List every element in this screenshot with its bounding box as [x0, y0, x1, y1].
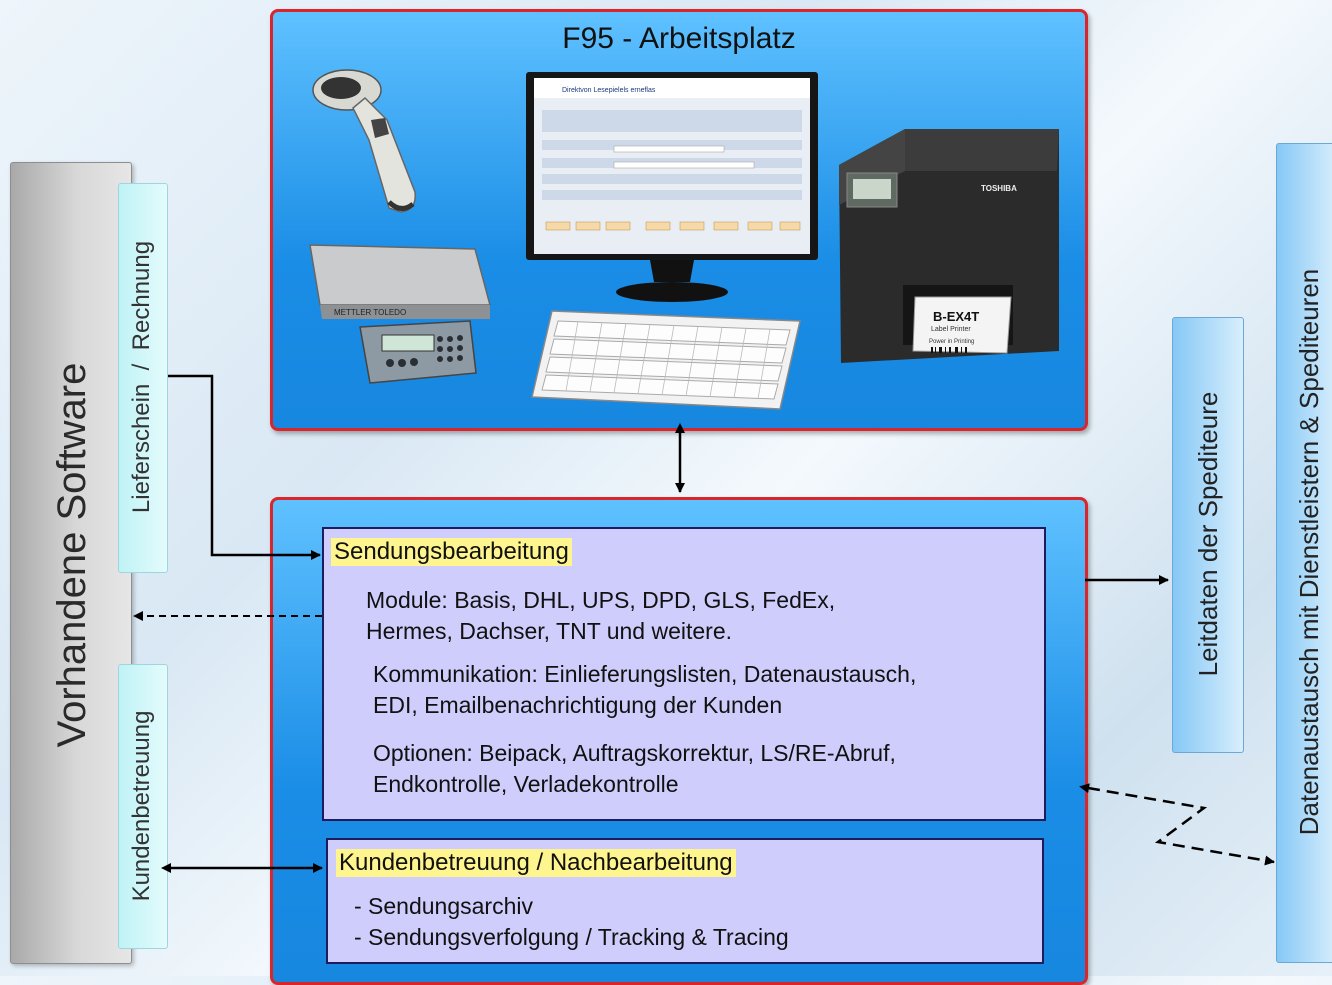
printer-sub-text: Label Printer [931, 326, 971, 333]
monitor-header-text: Direktvon Lesepielels erneflas [562, 87, 656, 94]
options-line-1: Optionen: Beipack, Auftragskorrektur, LS… [373, 740, 896, 766]
support-item-archive: - Sendungsarchiv [354, 893, 533, 919]
keyboard-icon [531, 310, 801, 410]
communication-text: Kommunikation: Einlieferungslisten, Date… [373, 659, 916, 721]
data-exchange-lightning-arrow [1079, 783, 1275, 866]
data-exchange-label: Datenaustausch mit Dienstleistern & Sped… [1294, 268, 1324, 836]
existing-software-title: Vorhandene Software [50, 362, 94, 748]
printer-model-text: B-EX4T [933, 309, 979, 324]
options-line-2: Endkontrolle, Verladekontrolle [373, 771, 679, 797]
customer-support-tab-label: Kundenbetreuung [128, 710, 155, 902]
delivery-invoice-label: Lieferschein / Rechnung [128, 240, 155, 514]
carrier-routing-data-label: Leitdaten der Spediteure [1193, 391, 1223, 677]
scale-icon: METTLER TOLEDO [309, 244, 491, 384]
label-printer-icon: TOSHIBA B-EX4T Label Printer Power in Pr… [839, 129, 1059, 363]
modules-text: Module: Basis, DHL, UPS, DPD, GLS, FedEx… [366, 585, 835, 647]
communication-line-1: Kommunikation: Einlieferungslisten, Date… [373, 661, 917, 687]
existing-software-block [10, 162, 132, 964]
workstation-title: F95 - Arbeitsplatz [562, 22, 796, 55]
communication-line-2: EDI, Emailbenachrichtigung der Kunden [373, 692, 783, 718]
support-item-tracking: - Sendungsverfolgung / Tracking & Tracin… [354, 924, 789, 950]
customer-support-tab [118, 664, 168, 949]
customer-support-heading: Kundenbetreuung / Nachbearbeitung [336, 849, 736, 877]
delivery-invoice-tab [118, 183, 168, 573]
customer-support-list: - Sendungsarchiv - Sendungsverfolgung / … [354, 891, 789, 953]
barcode-scanner-icon [312, 69, 416, 213]
data-exchange-box [1276, 143, 1332, 963]
shipment-processing-heading: Sendungsbearbeitung [331, 538, 572, 566]
monitor-icon: Direktvon Lesepielels erneflas [526, 72, 818, 302]
printer-sticker-text: Power in Printing [929, 339, 974, 345]
shipment-processing-box [322, 527, 1046, 821]
printer-brand-text: TOSHIBA [981, 184, 1017, 193]
scale-brand-text: METTLER TOLEDO [334, 308, 406, 317]
modules-line-1: Module: Basis, DHL, UPS, DPD, GLS, FedEx… [366, 587, 836, 613]
carrier-routing-data-box [1172, 317, 1244, 753]
modules-line-2: Hermes, Dachser, TNT und weitere. [366, 618, 733, 644]
options-text: Optionen: Beipack, Auftragskorrektur, LS… [373, 738, 896, 800]
